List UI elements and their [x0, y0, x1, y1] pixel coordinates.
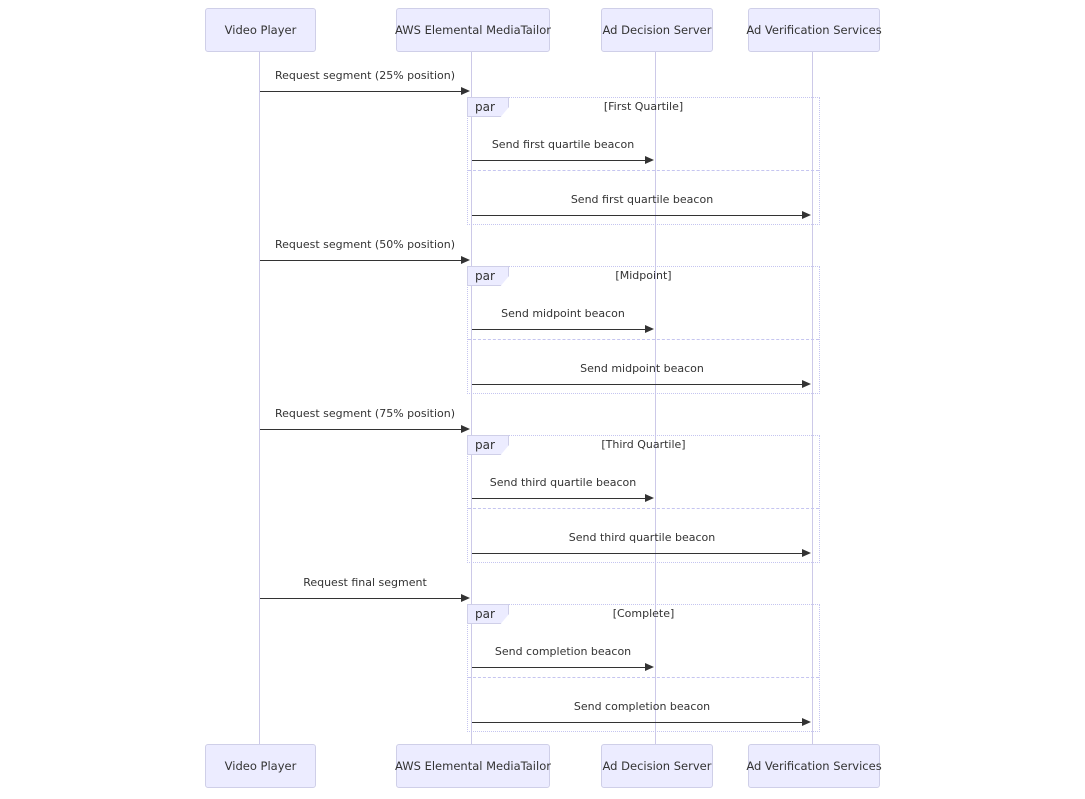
message-line-request-75: [260, 429, 461, 430]
message-label-beacon: Send completion beacon: [573, 700, 711, 713]
par-operator-tab: par: [467, 266, 509, 286]
message-label-beacon: Send completion beacon: [494, 645, 632, 658]
par-condition-label: [First Quartile]: [603, 100, 684, 113]
actor-top-ad-verification-services: Ad Verification Services: [746, 8, 882, 52]
actor-label: Ad Decision Server: [602, 23, 712, 37]
arrowhead-icon: [802, 718, 811, 726]
lifeline-ad-decision-server: [655, 52, 656, 744]
arrowhead-icon: [461, 425, 470, 433]
lifeline-ad-verification-services: [812, 52, 813, 744]
actor-bottom-mediatailor: AWS Elemental MediaTailor: [395, 744, 551, 788]
message-label-request-final: Request final segment: [303, 576, 427, 589]
arrowhead-icon: [461, 256, 470, 264]
message-label-beacon: Send first quartile beacon: [491, 138, 635, 151]
actor-top-ad-decision-server: Ad Decision Server: [601, 8, 713, 52]
par-divider: [468, 508, 819, 509]
actor-bottom-ad-verification-services: Ad Verification Services: [746, 744, 882, 788]
message-label-request-50: Request segment (50% position): [274, 238, 456, 251]
actor-label: Ad Decision Server: [602, 759, 712, 773]
par-operator-tab: par: [467, 97, 509, 117]
message-label-request-25: Request segment (25% position): [274, 69, 456, 82]
actor-label: AWS Elemental MediaTailor: [395, 23, 551, 37]
arrowhead-icon: [461, 594, 470, 602]
message-line-beacon: [472, 329, 645, 330]
par-divider: [468, 170, 819, 171]
message-line-request-final: [260, 598, 461, 599]
message-line-request-50: [260, 260, 461, 261]
message-line-request-25: [260, 91, 461, 92]
actor-label: Ad Verification Services: [746, 759, 882, 773]
actor-top-mediatailor: AWS Elemental MediaTailor: [395, 8, 551, 52]
actor-label: AWS Elemental MediaTailor: [395, 759, 551, 773]
par-block-complete: [467, 604, 820, 732]
arrowhead-icon: [645, 325, 654, 333]
actor-bottom-video-player: Video Player: [205, 744, 316, 788]
par-condition-label: [Midpoint]: [615, 269, 672, 282]
arrowhead-icon: [802, 380, 811, 388]
par-divider: [468, 677, 819, 678]
par-operator-tab: par: [467, 435, 509, 455]
arrowhead-icon: [802, 211, 811, 219]
message-line-beacon: [472, 553, 802, 554]
par-block-first-quartile: [467, 97, 820, 225]
arrowhead-icon: [645, 494, 654, 502]
par-operator-tab: par: [467, 604, 509, 624]
actor-top-video-player: Video Player: [205, 8, 316, 52]
par-condition-label: [Complete]: [612, 607, 675, 620]
arrowhead-icon: [645, 663, 654, 671]
par-divider: [468, 339, 819, 340]
message-label-request-75: Request segment (75% position): [274, 407, 456, 420]
par-condition-label: [Third Quartile]: [601, 438, 686, 451]
message-line-beacon: [472, 498, 645, 499]
lifeline-video-player: [259, 52, 260, 744]
message-label-beacon: Send midpoint beacon: [580, 362, 704, 375]
message-label-beacon: Send third quartile beacon: [489, 476, 637, 489]
arrowhead-icon: [461, 87, 470, 95]
message-line-beacon: [472, 160, 645, 161]
message-line-beacon: [472, 722, 802, 723]
actor-bottom-ad-decision-server: Ad Decision Server: [601, 744, 713, 788]
actor-label: Video Player: [224, 23, 297, 37]
actor-label: Ad Verification Services: [746, 23, 882, 37]
arrowhead-icon: [645, 156, 654, 164]
message-label-beacon: Send first quartile beacon: [570, 193, 714, 206]
lifeline-mediatailor: [471, 52, 472, 744]
par-block-third-quartile: [467, 435, 820, 563]
message-line-beacon: [472, 215, 802, 216]
message-label-beacon: Send midpoint beacon: [501, 307, 625, 320]
message-line-beacon: [472, 667, 645, 668]
actor-label: Video Player: [224, 759, 297, 773]
arrowhead-icon: [802, 549, 811, 557]
message-line-beacon: [472, 384, 802, 385]
par-block-midpoint: [467, 266, 820, 394]
message-label-beacon: Send third quartile beacon: [568, 531, 716, 544]
